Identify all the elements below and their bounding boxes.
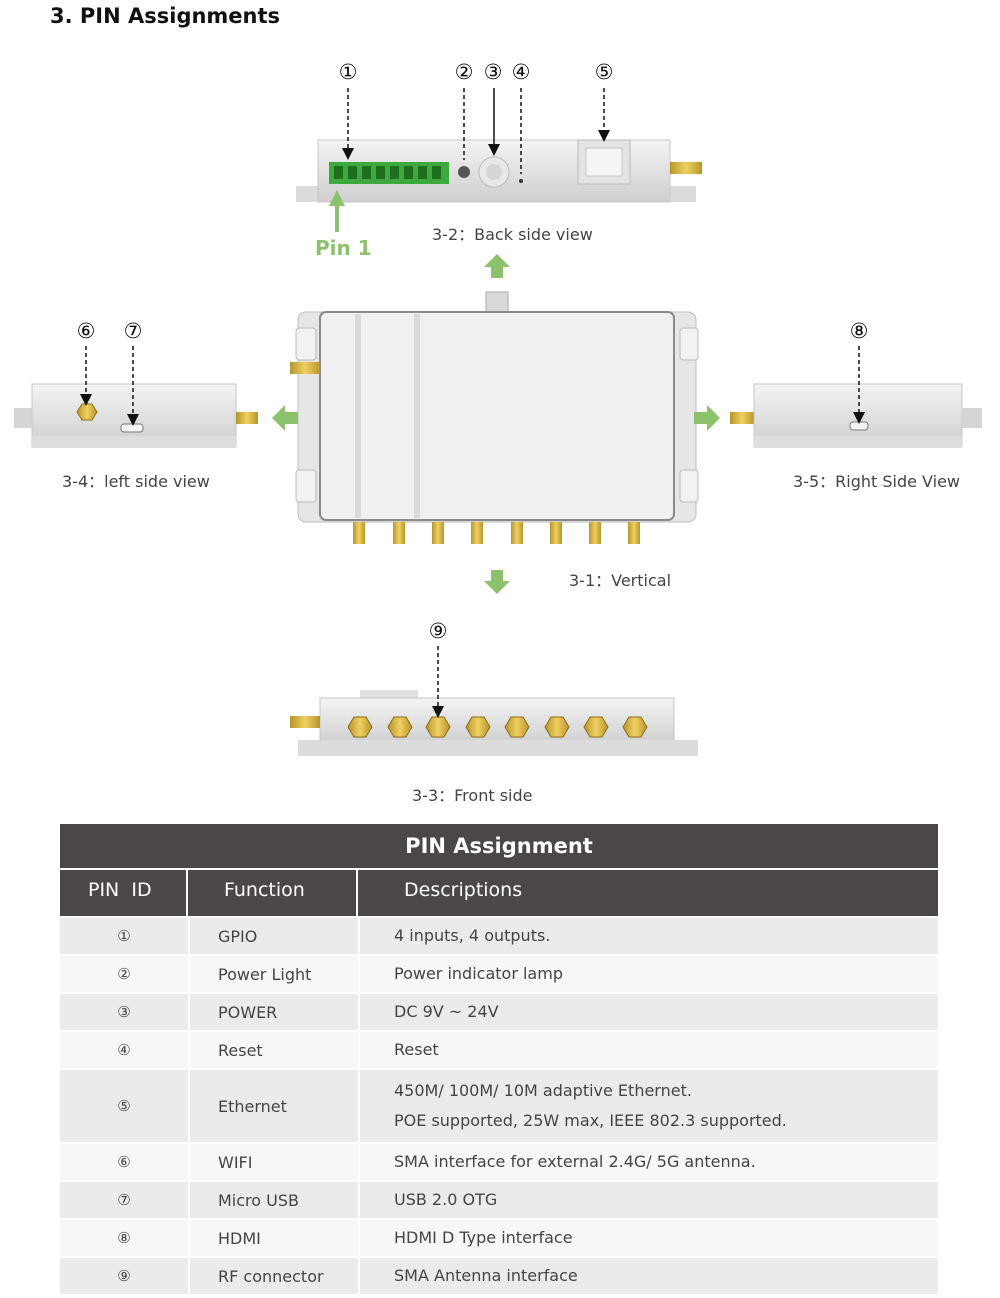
table-row: ⑨ RF connector SMA Antenna interface xyxy=(60,1256,938,1294)
table-row: ④ Reset Reset xyxy=(60,1030,938,1068)
cell-pin-id: ⑥ xyxy=(60,1144,190,1180)
micro-usb-port xyxy=(120,423,144,433)
header-descriptions: Descriptions xyxy=(404,879,523,901)
cell-pin-id: ① xyxy=(60,918,190,954)
marker-4: ④ xyxy=(511,60,531,84)
caption-front-side: 3-3：Front side xyxy=(412,786,533,805)
cell-description: 4 inputs, 4 outputs. xyxy=(394,926,551,945)
gpio-terminal-block xyxy=(329,162,449,184)
table-row: ⑥ WIFI SMA interface for external 2.4G/ … xyxy=(60,1142,938,1180)
cell-description: Reset xyxy=(394,1040,439,1059)
cell-description: SMA interface for external 2.4G/ 5G ante… xyxy=(394,1152,756,1171)
cell-pin-id: ⑧ xyxy=(60,1220,190,1256)
caption-left-side: 3-4：left side view xyxy=(62,472,210,491)
cell-description: HDMI D Type interface xyxy=(394,1228,573,1247)
cell-pin-id: ⑦ xyxy=(60,1182,190,1218)
cell-pin-id: ② xyxy=(60,956,190,992)
cell-function: POWER xyxy=(190,994,360,1030)
table-row: ⑦ Micro USB USB 2.0 OTG xyxy=(60,1180,938,1218)
power-light-led xyxy=(458,166,470,178)
direction-arrows xyxy=(272,254,720,594)
back-side-view xyxy=(296,88,702,232)
device-diagram xyxy=(14,88,982,756)
caption-right-side: 3-5：Right Side View xyxy=(793,472,961,491)
table-header-row: PIN ID Function Descriptions xyxy=(60,868,938,916)
pin1-arrow xyxy=(329,190,345,232)
front-side-view xyxy=(290,646,698,756)
table-row: ⑤ Ethernet 450M/ 100M/ 10M adaptive Ethe… xyxy=(60,1068,938,1142)
table-title: PIN Assignment xyxy=(60,824,938,868)
cell-pin-id: ⑨ xyxy=(60,1258,190,1294)
left-side-view xyxy=(14,346,258,448)
cell-function: RF connector xyxy=(190,1258,360,1294)
cell-description: SMA Antenna interface xyxy=(394,1266,578,1285)
cell-function: GPIO xyxy=(190,918,360,954)
marker-2: ② xyxy=(454,60,474,84)
table-row: ⑧ HDMI HDMI D Type interface xyxy=(60,1218,938,1256)
cell-function: WIFI xyxy=(190,1144,360,1180)
table-row: ③ POWER DC 9V ~ 24V xyxy=(60,992,938,1030)
reset-hole xyxy=(519,179,523,183)
marker-9: ⑨ xyxy=(428,619,448,643)
table-row: ② Power Light Power indicator lamp xyxy=(60,954,938,992)
cell-description: 450M/ 100M/ 10M adaptive Ethernet. xyxy=(394,1081,692,1100)
table-row: ① GPIO 4 inputs, 4 outputs. xyxy=(60,916,938,954)
cell-description: Power indicator lamp xyxy=(394,964,563,983)
caption-vertical: 3-1：Vertical xyxy=(569,571,672,590)
cell-pin-id: ③ xyxy=(60,994,190,1030)
cell-function: Ethernet xyxy=(190,1070,360,1142)
cell-function: HDMI xyxy=(190,1220,360,1256)
right-side-view xyxy=(730,346,982,448)
cell-function: Reset xyxy=(190,1032,360,1068)
marker-5: ⑤ xyxy=(594,60,614,84)
marker-6: ⑥ xyxy=(76,319,96,343)
cell-pin-id: ④ xyxy=(60,1032,190,1068)
marker-3: ③ xyxy=(483,60,503,84)
caption-back-side: 3-2：Back side view xyxy=(432,225,593,244)
wifi-sma-port xyxy=(76,403,98,421)
cell-description: USB 2.0 OTG xyxy=(394,1190,498,1209)
cell-function: Micro USB xyxy=(190,1182,360,1218)
header-function: Function xyxy=(188,870,358,916)
marker-1: ① xyxy=(338,60,358,84)
header-pin-id: PIN ID xyxy=(60,870,188,916)
pin1-label: Pin 1 xyxy=(315,236,372,260)
hdmi-port xyxy=(849,421,869,431)
marker-7: ⑦ xyxy=(123,319,143,343)
marker-8: ⑧ xyxy=(849,319,869,343)
cell-function: Power Light xyxy=(190,956,360,992)
vertical-view xyxy=(290,291,699,544)
pin-assignment-table: PIN Assignment PIN ID Function Descripti… xyxy=(60,824,938,1294)
cell-pin-id: ⑤ xyxy=(60,1070,190,1142)
cell-description: DC 9V ~ 24V xyxy=(394,1002,499,1021)
cell-description: POE supported, 25W max, IEEE 802.3 suppo… xyxy=(394,1111,787,1130)
section-heading: 3. PIN Assignments xyxy=(50,4,281,28)
